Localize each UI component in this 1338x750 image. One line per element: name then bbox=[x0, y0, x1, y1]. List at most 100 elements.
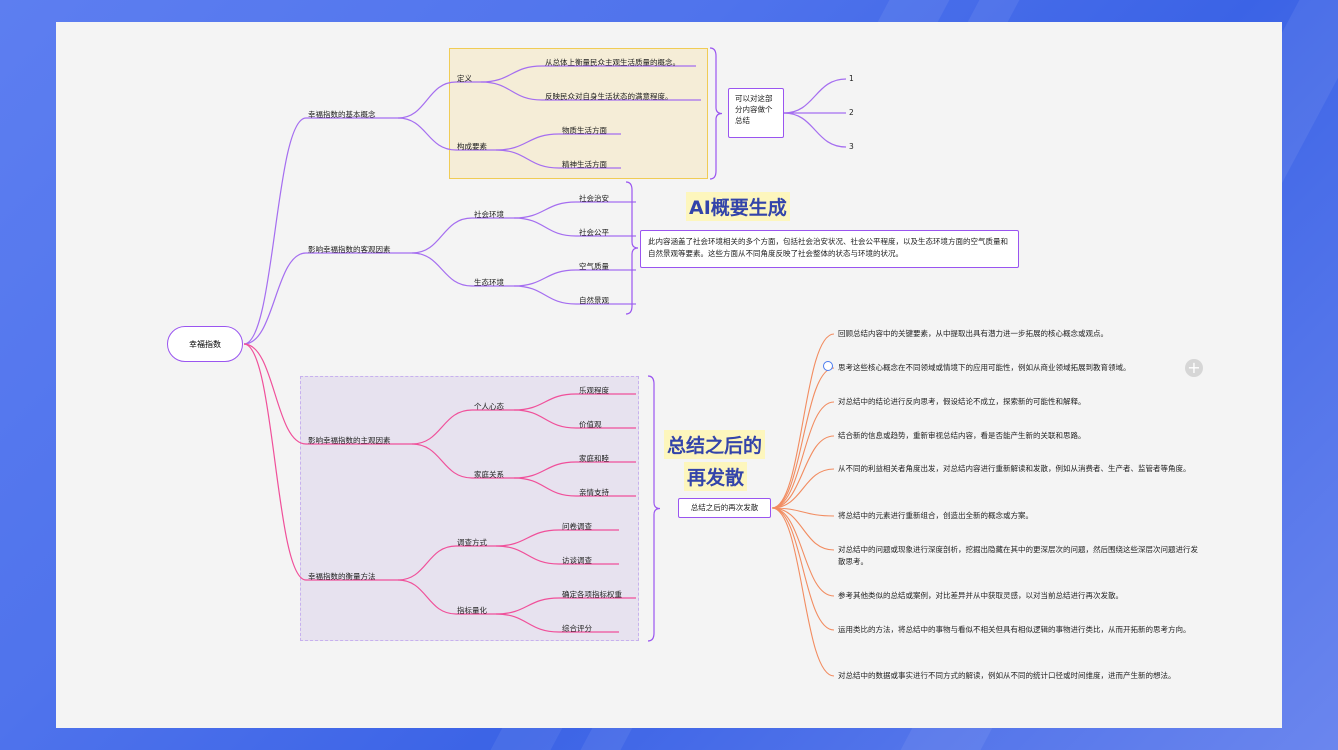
node-survey-method[interactable]: 调查方式 bbox=[457, 538, 487, 547]
branch-objective-factors[interactable]: 影响幸福指数的客观因素 bbox=[308, 245, 391, 254]
line-div-3 bbox=[771, 401, 835, 509]
divergence-item-7[interactable]: 对总结中的问题或现象进行深度剖析，挖掘出隐藏在其中的更深层次的问题，然后围绕这些… bbox=[838, 545, 1198, 566]
line-b3-c1 bbox=[411, 409, 473, 445]
leaf-air-quality[interactable]: 空气质量 bbox=[579, 262, 609, 271]
line-div-2 bbox=[771, 367, 835, 509]
line-b1-c1 bbox=[397, 81, 457, 119]
leaf-optimism[interactable]: 乐观程度 bbox=[579, 386, 609, 395]
divergence-item-5[interactable]: 从不同的利益相关者角度出发，对总结内容进行重新解读和发散，例如从消费者、生产者、… bbox=[838, 464, 1191, 473]
line-div-10 bbox=[771, 507, 835, 677]
l4 bbox=[495, 149, 560, 169]
l9 bbox=[513, 393, 577, 411]
root-label: 幸福指数 bbox=[189, 339, 221, 349]
line-root-b2 bbox=[243, 252, 307, 345]
line-sum-1 bbox=[783, 78, 847, 114]
line-div-6 bbox=[771, 507, 835, 517]
l5 bbox=[513, 201, 577, 219]
divergence-item-9[interactable]: 运用类比的方法，将总结中的事物与看似不相关但具有相似逻辑的事物进行类比，从而开拓… bbox=[838, 625, 1191, 634]
line-b2-c2 bbox=[411, 252, 473, 287]
l7 bbox=[513, 269, 577, 287]
l15 bbox=[495, 597, 560, 615]
brace-concept bbox=[709, 47, 723, 180]
line-root-b1 bbox=[243, 117, 307, 345]
leaf-index-weights[interactable]: 确定各项指标权重 bbox=[562, 590, 622, 599]
leaf-questionnaire[interactable]: 问卷调查 bbox=[562, 522, 592, 531]
divergence-item-4[interactable]: 结合新的信息或趋势，重新审视总结内容，看是否能产生新的关联和思路。 bbox=[838, 431, 1086, 440]
line-div-9 bbox=[771, 507, 835, 631]
node-components[interactable]: 构成要素 bbox=[457, 142, 487, 151]
line-root-b4 bbox=[243, 343, 307, 581]
subjective-group-box bbox=[300, 376, 639, 641]
leaf-definition-1[interactable]: 从总体上衡量民众主观生活质量的概念。 bbox=[545, 58, 680, 67]
brace-objective bbox=[625, 181, 639, 315]
divergence-item-6[interactable]: 将总结中的元素进行重新组合，创造出全新的概念或方案。 bbox=[838, 511, 1033, 520]
leaf-public-security[interactable]: 社会治安 bbox=[579, 194, 609, 203]
node-index-quantify[interactable]: 指标量化 bbox=[457, 606, 487, 615]
line-b1-c2 bbox=[397, 117, 457, 151]
re-divergence-label: 总结之后的再次发散 bbox=[690, 503, 759, 512]
node-personal-mindset[interactable]: 个人心态 bbox=[474, 402, 504, 411]
refresh-icon[interactable] bbox=[823, 361, 833, 371]
l1 bbox=[480, 65, 543, 83]
line-div-4 bbox=[771, 435, 835, 509]
l14 bbox=[495, 545, 560, 565]
leaf-kinship-support[interactable]: 亲情支持 bbox=[579, 488, 609, 497]
line-b4-c2 bbox=[397, 579, 457, 615]
add-node-button[interactable]: + bbox=[1185, 359, 1203, 377]
leaf-values[interactable]: 价值观 bbox=[579, 420, 602, 429]
leaf-natural-landscape[interactable]: 自然景观 bbox=[579, 296, 609, 305]
ai-summary-title: AI概要生成 bbox=[686, 192, 790, 221]
l13 bbox=[495, 529, 560, 547]
divergence-item-10[interactable]: 对总结中的数据或事实进行不同方式的解读，例如从不同的统计口径或时间维度，进而产生… bbox=[838, 671, 1176, 680]
leaf-definition-2[interactable]: 反映民众对自身生活状态的满意程度。 bbox=[545, 92, 673, 101]
l16 bbox=[495, 613, 560, 633]
divergence-item-2[interactable]: 思考这些核心概念在不同领域或情境下的应用可能性，例如从商业领域拓展到教育领域。 bbox=[838, 363, 1131, 372]
summary-node[interactable]: 可以对这部分内容做个总结 bbox=[728, 88, 784, 138]
re-divergence-title-line2: 再发散 bbox=[684, 462, 748, 491]
connector-lines bbox=[243, 47, 847, 677]
mindmap-canvas: 幸福指数 幸福指数的基本概念 影响幸福指数的客观因素 影响幸福指数的主观因素 幸… bbox=[56, 22, 1282, 728]
line-div-8 bbox=[771, 507, 835, 597]
brace-subjective bbox=[647, 375, 661, 642]
l3 bbox=[495, 133, 560, 151]
divergence-item-3[interactable]: 对总结中的结论进行反向思考，假设结论不成立，探索新的可能性和解释。 bbox=[838, 397, 1086, 406]
leaf-spiritual-life[interactable]: 精神生活方面 bbox=[562, 160, 607, 169]
line-sum-3 bbox=[783, 112, 847, 148]
line-b3-c2 bbox=[411, 443, 473, 479]
node-social-env[interactable]: 社会环境 bbox=[474, 210, 504, 219]
line-div-1 bbox=[771, 333, 835, 509]
node-definition[interactable]: 定义 bbox=[457, 74, 472, 83]
line-root-b3 bbox=[243, 343, 307, 445]
line-b4-c1 bbox=[397, 545, 457, 581]
line-div-7 bbox=[771, 507, 835, 551]
node-family-relations[interactable]: 家庭关系 bbox=[474, 470, 504, 479]
re-divergence-node[interactable]: 总结之后的再次发散 bbox=[678, 498, 771, 518]
l12 bbox=[513, 477, 577, 497]
summary-child-3[interactable]: 3 bbox=[849, 142, 854, 151]
line-b2-c1 bbox=[411, 217, 473, 254]
concept-group-box bbox=[449, 48, 708, 179]
l2 bbox=[480, 81, 543, 101]
l8 bbox=[513, 285, 577, 305]
summary-child-1[interactable]: 1 bbox=[849, 74, 854, 83]
summary-node-label: 可以对这部分内容做个总结 bbox=[735, 94, 773, 125]
divergence-item-8[interactable]: 参考其他类似的总结或案例，对比差异并从中获取灵感，以对当前总结进行再次发散。 bbox=[838, 591, 1123, 600]
leaf-composite-score[interactable]: 综合评分 bbox=[562, 624, 592, 633]
divergence-item-1[interactable]: 回顾总结内容中的关键要素，从中提取出具有潜力进一步拓展的核心概念或观点。 bbox=[838, 329, 1108, 338]
ai-summary-node[interactable]: 此内容涵盖了社会环境相关的多个方面，包括社会治安状况、社会公平程度，以及生态环境… bbox=[640, 230, 1019, 268]
line-div-5 bbox=[771, 468, 835, 509]
leaf-interview[interactable]: 访谈调查 bbox=[562, 556, 592, 565]
branch-subjective-factors[interactable]: 影响幸福指数的主观因素 bbox=[308, 436, 391, 445]
branch-measurement[interactable]: 幸福指数的衡量方法 bbox=[308, 572, 376, 581]
leaf-family-harmony[interactable]: 家庭和睦 bbox=[579, 454, 609, 463]
ai-summary-text: 此内容涵盖了社会环境相关的多个方面，包括社会治安状况、社会公平程度，以及生态环境… bbox=[648, 237, 1008, 258]
leaf-material-life[interactable]: 物质生活方面 bbox=[562, 126, 607, 135]
summary-child-2[interactable]: 2 bbox=[849, 108, 854, 117]
l6 bbox=[513, 217, 577, 237]
root-node[interactable]: 幸福指数 bbox=[167, 326, 243, 362]
leaf-social-fairness[interactable]: 社会公平 bbox=[579, 228, 609, 237]
l11 bbox=[513, 461, 577, 479]
branch-basic-concept[interactable]: 幸福指数的基本概念 bbox=[308, 110, 376, 119]
l10 bbox=[513, 409, 577, 429]
node-eco-env[interactable]: 生态环境 bbox=[474, 278, 504, 287]
